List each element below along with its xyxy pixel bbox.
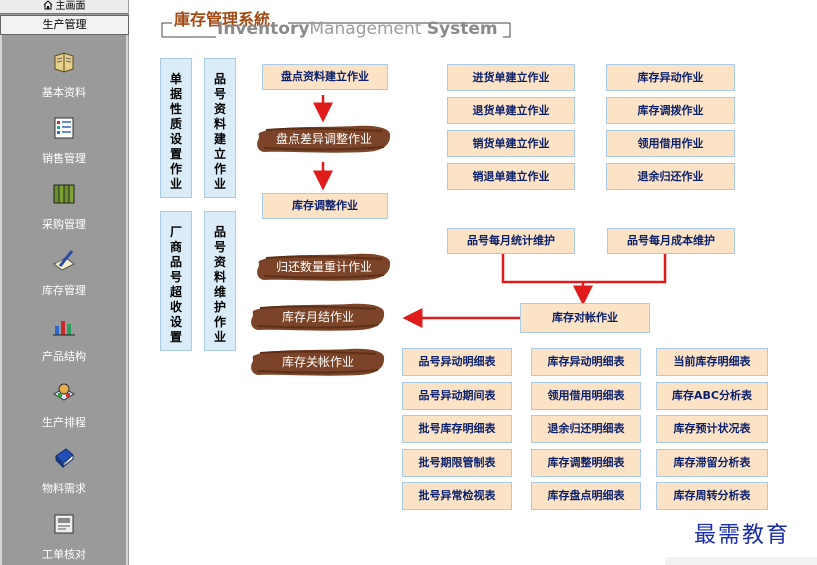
watermark-text: 最需教育 <box>694 523 791 548</box>
device-icon <box>54 514 74 534</box>
sidebar-right-strip[interactable] <box>126 35 128 565</box>
brush-stroke <box>257 253 391 281</box>
nav-label: 销售管理 <box>42 152 86 165</box>
item-monthly-cost-button[interactable]: 品号每月成本维护 <box>607 228 735 254</box>
sidebar-left-strip <box>0 35 2 565</box>
surplus-return-button[interactable]: 退余归还作业 <box>606 163 735 190</box>
report-surplus-return-detail[interactable]: 退余归还明细表 <box>531 415 641 443</box>
arrow-connector-monthly <box>501 253 667 284</box>
count-diff-adjust-button[interactable]: 盘点差异调整作业 <box>256 124 392 154</box>
inventory-adjust-button[interactable]: 库存调整作业 <box>262 193 388 219</box>
sales-order-create-button[interactable]: 销货单建立作业 <box>447 130 575 157</box>
item-monthly-stats-button[interactable]: 品号每月统计维护 <box>447 228 575 254</box>
purchase-receipt-create-button[interactable]: 进货单建立作业 <box>447 64 575 91</box>
home-button[interactable]: 主画面 <box>0 0 128 14</box>
report-inventory-count-detail[interactable]: 库存盘点明细表 <box>531 482 641 510</box>
schedule-icon <box>53 383 75 401</box>
report-item-transaction-detail[interactable]: 品号异动明细表 <box>402 348 512 376</box>
report-item-transaction-period[interactable]: 品号异动期间表 <box>402 382 512 410</box>
brush-stroke <box>251 303 385 331</box>
home-icon <box>43 0 52 10</box>
purchase-return-create-button[interactable]: 退货单建立作业 <box>447 97 575 124</box>
nav-basic-data[interactable]: 基本资料 <box>2 42 126 108</box>
report-borrow-use-detail[interactable]: 领用借用明细表 <box>531 382 641 410</box>
bottom-right-panel <box>665 557 817 565</box>
nav-label: 生产排程 <box>42 416 86 429</box>
blue-book-icon <box>55 448 74 469</box>
item-master-maint-button[interactable]: 品号资料维护作业 <box>204 211 236 351</box>
nav-work-order[interactable]: 工单核对 <box>2 504 126 565</box>
nav-label: 采购管理 <box>42 218 86 231</box>
category-production[interactable]: 生产管理 <box>0 15 129 35</box>
sales-return-create-button[interactable]: 销退单建立作业 <box>447 163 575 190</box>
nav-label: 物料需求 <box>42 482 86 495</box>
system-title: 庫存管理系統 InventoryManagement System <box>160 3 515 43</box>
item-master-create-button[interactable]: 品号资料建立作业 <box>204 58 236 198</box>
report-inventory-adjust-detail[interactable]: 库存调整明细表 <box>531 449 641 477</box>
nav-product-structure[interactable]: 产品结构 <box>2 306 126 372</box>
nav-label: 库存管理 <box>42 284 86 297</box>
title-english: InventoryManagement System <box>217 19 498 39</box>
title-chinese: 庫存管理系統 <box>174 10 271 29</box>
brush-stroke <box>251 348 385 376</box>
binders-icon <box>53 184 75 204</box>
report-lot-exception-review[interactable]: 批号异常检视表 <box>402 482 512 510</box>
inventory-transaction-button[interactable]: 库存异动作业 <box>606 64 735 91</box>
inventory-reconcile-button[interactable]: 库存对帐作业 <box>520 303 650 333</box>
doc-type-setup-button[interactable]: 单据性质设置作业 <box>160 58 192 198</box>
nav-inventory[interactable]: 库存管理 <box>2 240 126 306</box>
monthly-close-button[interactable]: 库存月结作业 <box>250 302 386 332</box>
borrow-use-button[interactable]: 领用借用作业 <box>606 130 735 157</box>
sidebar: 主画面 生产管理 基本资料 销售管理 采购管理 <box>0 0 129 565</box>
report-inventory-transaction-detail[interactable]: 库存异动明细表 <box>531 348 641 376</box>
inventory-transfer-button[interactable]: 库存调拨作业 <box>606 97 735 124</box>
book-icon <box>54 52 74 73</box>
title-frame <box>161 22 511 38</box>
nav-label: 产品结构 <box>42 350 86 363</box>
return-qty-recalc-button[interactable]: 归还数量重计作业 <box>256 252 392 282</box>
nav-label: 工单核对 <box>42 548 86 561</box>
nav-label: 基本资料 <box>42 86 86 99</box>
bar-chart-icon <box>53 321 75 336</box>
report-lot-inventory-detail[interactable]: 批号库存明细表 <box>402 415 512 443</box>
nav-sales[interactable]: 销售管理 <box>2 108 126 174</box>
report-inventory-stagnant[interactable]: 库存滞留分析表 <box>656 449 768 477</box>
brush-stroke <box>257 125 391 153</box>
nav-scheduling[interactable]: 生产排程 <box>2 372 126 438</box>
report-current-inventory-detail[interactable]: 当前库存明细表 <box>656 348 768 376</box>
report-lot-expiry-control[interactable]: 批号期限管制表 <box>402 449 512 477</box>
count-data-create-button[interactable]: 盘点资料建立作业 <box>262 64 388 90</box>
nav-material-req[interactable]: 物料需求 <box>2 438 126 504</box>
home-label: 主画面 <box>55 1 86 12</box>
report-inventory-turnover[interactable]: 库存周转分析表 <box>656 482 768 510</box>
vendor-overreceipt-setup-button[interactable]: 厂商品号超收设置 <box>160 211 192 351</box>
report-inventory-abc[interactable]: 库存ABC分析表 <box>656 382 768 410</box>
inventory-close-button[interactable]: 库存关帐作业 <box>250 347 386 377</box>
nav-purchasing[interactable]: 采购管理 <box>2 174 126 240</box>
checklist-icon <box>54 117 74 139</box>
report-inventory-forecast[interactable]: 库存预计状况表 <box>656 415 768 443</box>
pen-paper-icon <box>53 250 75 271</box>
